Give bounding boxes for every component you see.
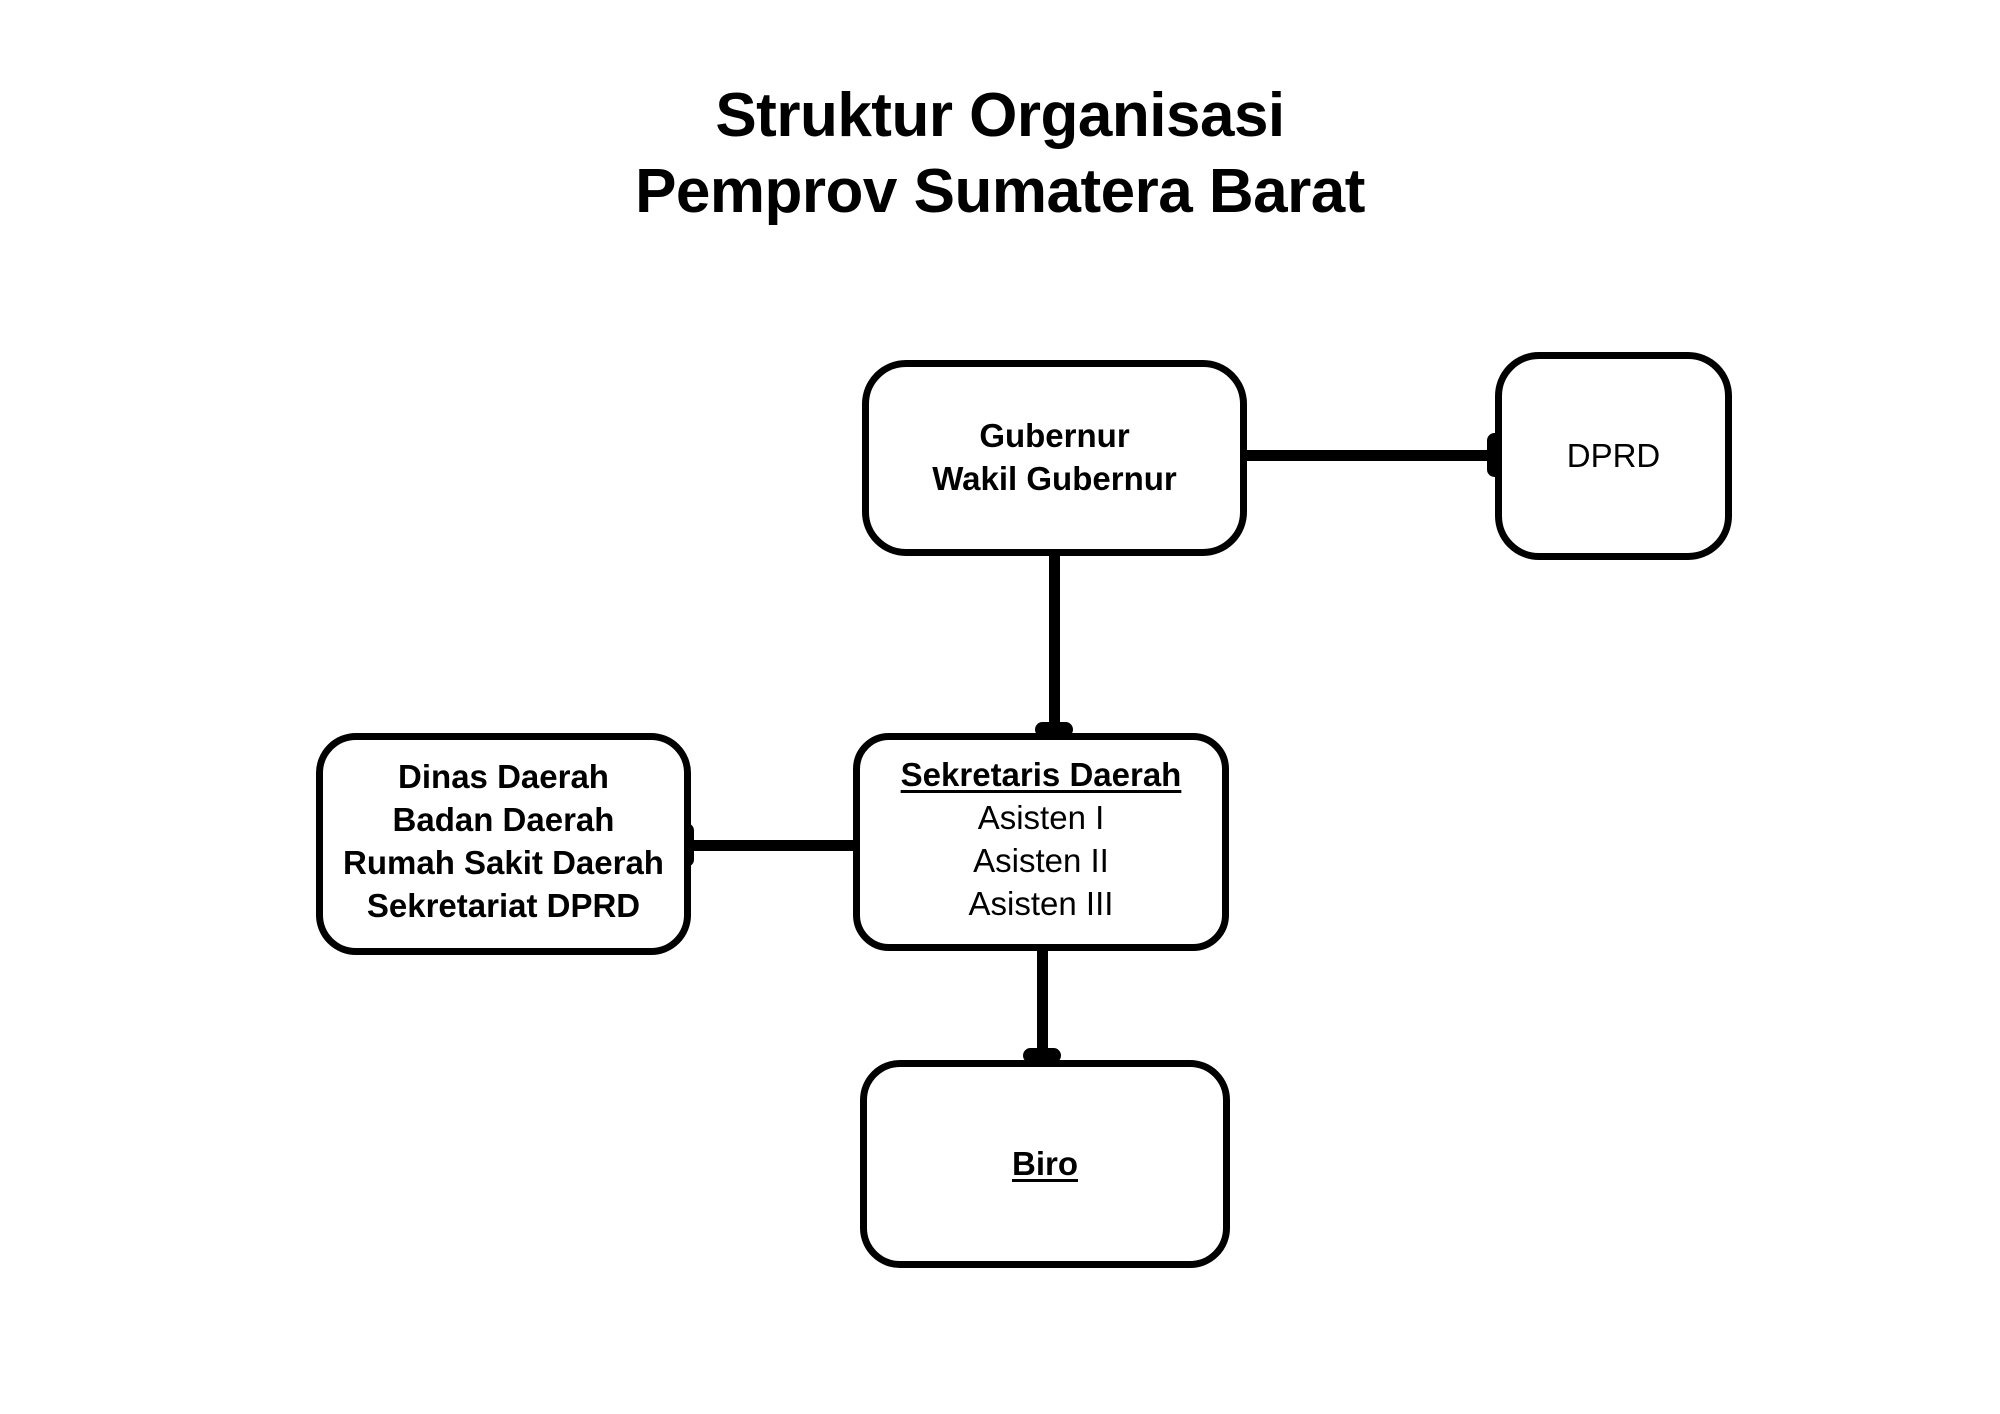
node-gubernur-line-2: Wakil Gubernur: [932, 460, 1177, 497]
node-sekretaris-daerah[interactable]: Sekretaris Daerah Asisten I Asisten II A…: [853, 733, 1229, 951]
chart-title-line-1: Struktur Organisasi: [715, 81, 1285, 150]
node-biro[interactable]: Biro: [860, 1060, 1230, 1268]
node-dinas-daerah[interactable]: Dinas Daerah Badan Daerah Rumah Sakit Da…: [316, 733, 691, 955]
chart-title: Struktur Organisasi Pemprov Sumatera Bar…: [0, 78, 2000, 229]
node-dinas-daerah-line-3: Rumah Sakit Daerah: [343, 843, 664, 881]
arrowhead-icon-biro: [1023, 1048, 1061, 1063]
connector-gubernur-to-sekretaris-daerah: [1049, 553, 1060, 739]
connector-gubernur-to-dprd: [1244, 450, 1500, 461]
node-gubernur[interactable]: Gubernur Wakil Gubernur: [862, 360, 1247, 556]
chart-title-line-2: Pemprov Sumatera Barat: [635, 156, 1365, 226]
node-dprd-label: DPRD: [1566, 436, 1661, 474]
node-dprd[interactable]: DPRD: [1495, 352, 1732, 560]
node-sekretaris-daerah-line-3: Asisten III: [968, 884, 1114, 922]
node-sekretaris-daerah-heading: Sekretaris Daerah: [900, 756, 1182, 793]
connector-sekretaris-daerah-to-biro: [1037, 948, 1048, 1066]
node-dinas-daerah-line-2: Badan Daerah: [392, 800, 615, 838]
node-gubernur-line-1: Gubernur: [979, 417, 1130, 455]
node-sekretaris-daerah-line-2: Asisten II: [973, 841, 1109, 879]
connector-sekretaris-daerah-to-dinas-daerah: [684, 840, 856, 851]
node-dinas-daerah-line-4: Sekretariat DPRD: [366, 886, 641, 924]
node-dinas-daerah-line-1: Dinas Daerah: [398, 758, 609, 795]
node-biro-heading: Biro: [1012, 1145, 1078, 1182]
node-sekretaris-daerah-line-1: Asisten I: [977, 798, 1105, 836]
